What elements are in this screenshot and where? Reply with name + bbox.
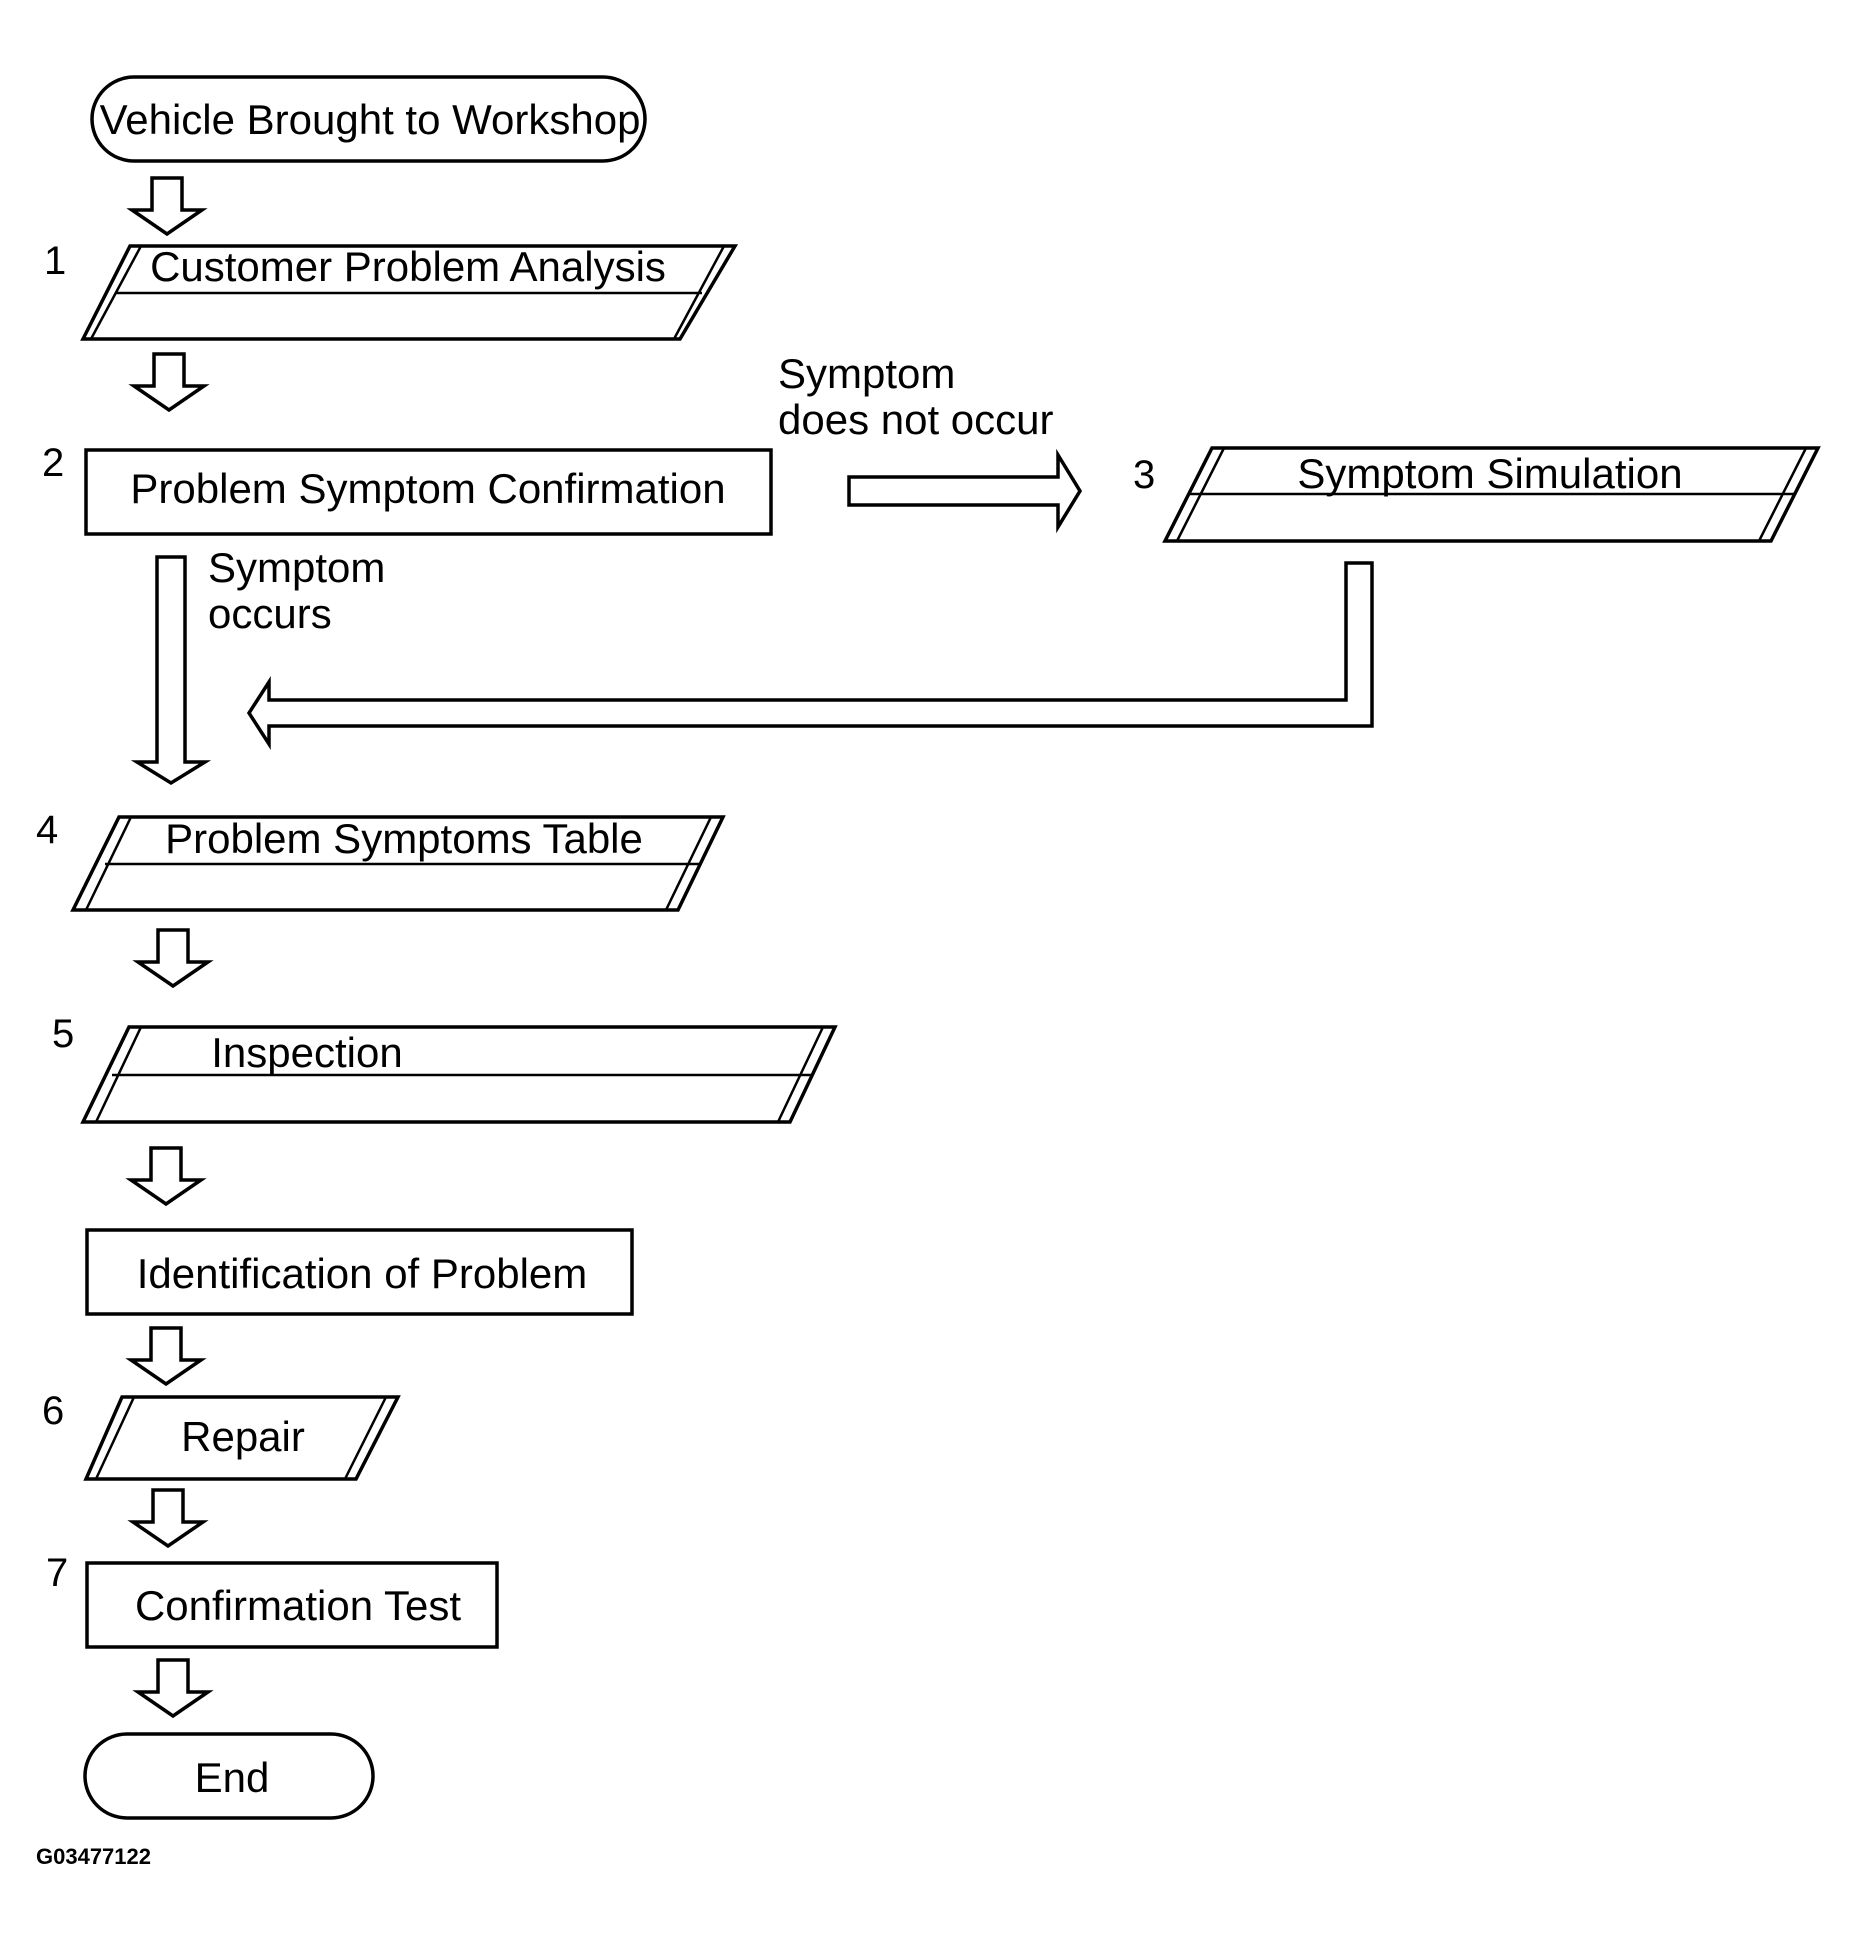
branch-no-label-line1: Symptom xyxy=(778,350,955,397)
step-5-number: 5 xyxy=(52,1012,74,1056)
arrow-down-6 xyxy=(125,1146,207,1207)
step-7-number: 7 xyxy=(46,1551,68,1595)
step-2-box: Problem Symptom Confirmation xyxy=(84,448,773,536)
arrow-return-from-step-3 xyxy=(246,561,1374,750)
step-6-number: 6 xyxy=(42,1389,64,1433)
step-4-label: Problem Symptoms Table xyxy=(165,815,643,862)
end-label: End xyxy=(195,1754,270,1801)
arrow-down-2 xyxy=(128,352,210,413)
arrow-right-to-step-3 xyxy=(847,448,1083,534)
identification-box: Identification of Problem xyxy=(85,1228,634,1316)
step-4-parallelogram: Problem Symptoms Table xyxy=(70,815,726,912)
start-label: Vehicle Brought to Workshop xyxy=(100,96,641,143)
arrow-down-9 xyxy=(132,1658,214,1719)
step-1-parallelogram: Customer Problem Analysis xyxy=(80,243,739,341)
end-terminator: End xyxy=(83,1732,375,1820)
step-1-number: 1 xyxy=(44,239,66,283)
step-1-label: Customer Problem Analysis xyxy=(150,243,666,290)
step-5-label: Inspection xyxy=(211,1029,402,1076)
arrow-down-to-step-4 xyxy=(130,555,212,786)
step-3-label: Symptom Simulation xyxy=(1297,450,1682,497)
step-4-number: 4 xyxy=(36,808,58,852)
step-3-number: 3 xyxy=(1133,453,1155,497)
step-6-parallelogram: Repair xyxy=(83,1395,401,1481)
figure-code: G03477122 xyxy=(36,1844,151,1869)
step-2-label: Problem Symptom Confirmation xyxy=(130,465,725,512)
step-2-number: 2 xyxy=(42,441,64,485)
branch-no-label-line2: does not occur xyxy=(778,396,1054,443)
step-7-box: Confirmation Test xyxy=(85,1561,499,1649)
start-terminator: Vehicle Brought to Workshop xyxy=(90,75,647,163)
identification-label: Identification of Problem xyxy=(137,1250,588,1297)
step-3-parallelogram: Symptom Simulation xyxy=(1162,446,1821,543)
step-7-label: Confirmation Test xyxy=(135,1582,461,1629)
arrow-down-1 xyxy=(126,176,208,237)
step-6-label: Repair xyxy=(181,1413,305,1460)
arrow-down-5 xyxy=(132,928,214,989)
arrow-down-8 xyxy=(127,1488,209,1549)
step-5-parallelogram: Inspection xyxy=(80,1025,838,1124)
arrow-down-7 xyxy=(125,1326,207,1387)
branch-yes-label-line1: Symptom xyxy=(208,544,385,591)
branch-yes-label-line2: occurs xyxy=(208,590,332,637)
